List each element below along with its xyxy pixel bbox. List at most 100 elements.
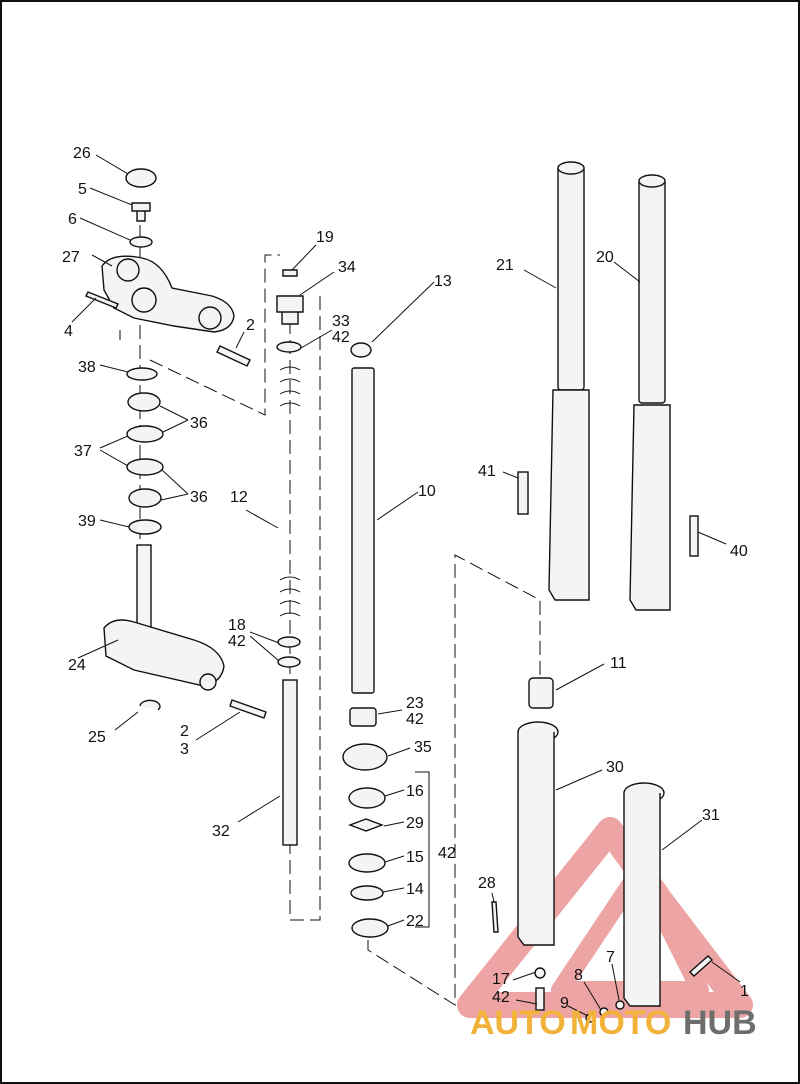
part-18-ring-a — [277, 636, 301, 648]
callout-42b: 42 — [228, 633, 246, 650]
watermark-text: AUTO MOTO HUB — [470, 1004, 757, 1042]
clamp-hole-c — [198, 306, 222, 330]
part-28-screw — [491, 901, 499, 933]
part-18-ring-b — [277, 656, 301, 668]
part-11-bushing — [528, 677, 554, 709]
part-38-seal — [126, 367, 158, 381]
callout-15: 15 — [406, 849, 424, 866]
part-37-race-upper — [126, 425, 164, 443]
callout-42d: 42 — [438, 845, 456, 862]
callout-6: 6 — [68, 211, 77, 228]
part-19-bolt — [282, 269, 298, 277]
callout-38: 38 — [78, 359, 96, 376]
callout-3: 3 — [180, 741, 189, 758]
callout-29: 29 — [406, 815, 424, 832]
callout-11: 11 — [610, 655, 627, 672]
callout-42c: 42 — [406, 711, 424, 728]
callout-33: 33 — [332, 313, 350, 330]
part-6-washer — [129, 236, 153, 248]
callout-26: 26 — [73, 145, 91, 162]
callout-32: 32 — [212, 823, 230, 840]
part-21-fork-assembly — [548, 161, 590, 601]
clamp-hole-a — [116, 258, 140, 282]
callout-39: 39 — [78, 513, 96, 530]
callout-1: 1 — [740, 983, 749, 1000]
part-10-fork-tube — [351, 367, 375, 694]
callout-23: 23 — [406, 695, 424, 712]
part-14-washer — [350, 885, 384, 901]
part-32-damper-rod — [282, 679, 298, 846]
part-40-reflector — [689, 515, 699, 557]
part-36-bearing-lower — [128, 488, 162, 508]
part-4-screw — [85, 291, 119, 309]
part-7-washer — [615, 1000, 625, 1010]
callout-16: 16 — [406, 783, 424, 800]
callout-34: 34 — [338, 259, 356, 276]
part-30-fork-slider — [517, 721, 559, 946]
part-20-fork-assembly — [629, 174, 671, 611]
callout-9: 9 — [560, 995, 569, 1012]
part-42-drain-screw — [535, 987, 545, 1011]
part-23-bushing — [349, 707, 377, 727]
callout-40: 40 — [730, 543, 748, 560]
callout-2b: 2 — [180, 723, 189, 740]
part-17-washer — [534, 967, 546, 979]
callout-36a: 36 — [190, 415, 208, 432]
callout-22: 22 — [406, 913, 424, 930]
callout-10: 10 — [418, 483, 436, 500]
seal-kit-bracket — [415, 771, 430, 928]
part-1-axle-bolt — [688, 955, 714, 977]
callout-25: 25 — [88, 729, 106, 746]
callout-2a: 2 — [246, 317, 255, 334]
callout-13: 13 — [434, 273, 452, 290]
callout-18: 18 — [228, 617, 246, 634]
part-41-reflector — [517, 471, 529, 515]
callout-17: 17 — [492, 971, 510, 988]
watermark-hub: HUB — [683, 1004, 757, 1042]
lower-clamp-hole — [199, 673, 217, 691]
part-22-bushing — [351, 918, 389, 938]
clamp-axis-line — [119, 254, 280, 416]
part-34-fork-cap — [276, 295, 304, 325]
center-axis-line — [289, 290, 321, 921]
callout-24: 24 — [68, 657, 86, 674]
part-5-bolt — [131, 202, 151, 222]
lower-axis-line — [367, 554, 541, 1006]
callout-28: 28 — [478, 875, 496, 892]
callout-19: 19 — [316, 229, 334, 246]
callout-41: 41 — [478, 463, 496, 480]
callout-14: 14 — [406, 881, 424, 898]
part-2-pinch-bolt-lower — [229, 699, 267, 719]
part-25-retaining-ring — [139, 699, 161, 711]
callout-12: 12 — [230, 489, 248, 506]
part-16-seal — [348, 787, 386, 809]
callout-42a: 42 — [332, 329, 350, 346]
part-13-spring — [350, 342, 372, 358]
part-37-race-lower — [126, 458, 164, 476]
callout-5: 5 — [78, 181, 87, 198]
part-35-dust-boot — [342, 743, 388, 771]
part-2-pinch-bolt-upper — [216, 345, 251, 367]
watermark-moto: MOTO — [570, 1004, 671, 1042]
callout-31: 31 — [702, 807, 720, 824]
watermark-auto: AUTO — [470, 1004, 566, 1042]
callout-7: 7 — [606, 949, 615, 966]
part-33-o-ring — [276, 341, 302, 353]
callout-30: 30 — [606, 759, 624, 776]
part-15-seal — [348, 853, 386, 873]
callout-27: 27 — [62, 249, 80, 266]
clamp-hole-b — [131, 287, 157, 313]
callout-4: 4 — [64, 323, 73, 340]
callout-35: 35 — [414, 739, 432, 756]
callout-8: 8 — [574, 967, 583, 984]
callout-20: 20 — [596, 249, 614, 266]
part-36-bearing-upper — [127, 392, 161, 412]
callout-42e: 42 — [492, 989, 510, 1006]
part-29-clip — [348, 818, 384, 832]
part-26-cap — [125, 168, 157, 188]
callout-36b: 36 — [190, 489, 208, 506]
part-8-washer — [599, 1007, 609, 1017]
part-12-fork-spring — [279, 366, 301, 617]
part-31-fork-slider — [623, 782, 665, 1007]
